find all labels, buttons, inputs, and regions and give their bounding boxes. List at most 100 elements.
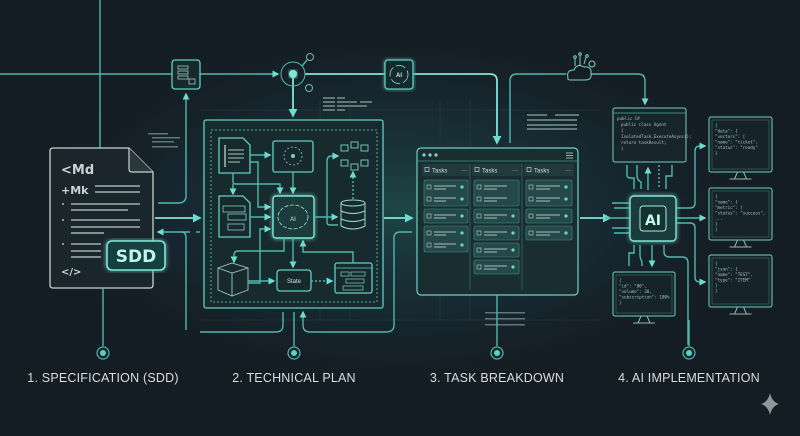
task-checkbox[interactable]	[528, 196, 534, 202]
task-checkbox[interactable]	[476, 247, 482, 253]
ai-chip: AI	[629, 195, 677, 242]
markdown-label: <Md	[61, 163, 94, 178]
monitor-stand	[729, 239, 752, 248]
task-checkbox[interactable]	[426, 230, 432, 236]
json-line: {	[619, 278, 622, 283]
output-monitor: { "json": { "name": "TEST", "type": "ITE…	[708, 254, 773, 315]
sparkle-icon	[761, 393, 779, 415]
json-line: "subscription": 100%	[619, 295, 670, 300]
status-dot	[460, 197, 464, 201]
sdd-badge: SDD	[106, 240, 166, 271]
task-card[interactable]	[525, 179, 573, 207]
state-node: State	[276, 269, 312, 292]
stage-4: 4. AI IMPLEMENTATION	[618, 346, 760, 385]
cloud-sync-icon	[567, 52, 596, 81]
task-checkbox[interactable]	[528, 230, 534, 236]
stage-label: 4. AI IMPLEMENTATION	[618, 371, 760, 385]
top-connectors	[0, 0, 645, 204]
task-checkbox[interactable]	[476, 230, 482, 236]
document-icon	[218, 137, 251, 174]
checkbox-icon[interactable]	[424, 167, 430, 172]
task-checkbox[interactable]	[426, 242, 432, 248]
layered-document-icon	[218, 195, 251, 238]
task-checkbox[interactable]	[476, 196, 482, 202]
column-title: Tasks	[432, 169, 447, 175]
task-card[interactable]	[473, 259, 520, 275]
monitor-stand	[633, 315, 655, 324]
json-line: "name": "TEST",	[715, 272, 753, 277]
technical-plan-panel: AI State	[203, 119, 384, 309]
checkbox-icon[interactable]	[526, 167, 532, 172]
json-line: "name": "ticket",	[715, 140, 758, 145]
status-dot	[511, 265, 515, 269]
plan-internal-arrows	[229, 151, 357, 285]
json-line: "volume": 30,	[619, 289, 652, 294]
task-checkbox[interactable]	[426, 213, 432, 219]
task-checkbox[interactable]	[426, 196, 432, 202]
flow-arrows	[155, 213, 612, 333]
task-column: Tasks···	[521, 164, 574, 290]
column-menu-button[interactable]: ···	[565, 168, 571, 174]
ui-component-window-icon	[334, 262, 373, 294]
status-dot	[460, 243, 464, 247]
task-checkbox[interactable]	[528, 184, 534, 190]
task-checkbox[interactable]	[476, 184, 482, 190]
json-line: {	[715, 194, 718, 199]
database-lock-icon	[171, 59, 201, 90]
column-title: Tasks	[482, 169, 497, 175]
status-dot	[511, 214, 515, 218]
status-dot	[511, 231, 515, 235]
database-icon	[340, 199, 366, 230]
json-line: "json": {	[715, 267, 738, 272]
status-dot	[460, 214, 464, 218]
json-line: ...	[715, 216, 723, 221]
task-column: Tasks ···	[469, 164, 521, 290]
sdd-badge-label: SDD	[116, 247, 156, 267]
task-checkbox[interactable]	[528, 213, 534, 219]
column-header	[472, 164, 521, 176]
task-checkbox[interactable]	[476, 264, 482, 270]
task-checkbox[interactable]	[426, 184, 432, 190]
code-line: {	[621, 128, 624, 133]
json-line: "id": "00",	[619, 284, 647, 289]
code-line: public C#	[617, 116, 640, 121]
task-card[interactable]	[423, 208, 469, 224]
state-label: State	[287, 279, 302, 285]
task-card[interactable]	[423, 225, 469, 253]
checkbox-icon[interactable]	[474, 167, 480, 172]
status-dot	[460, 185, 464, 189]
code-line: }	[621, 146, 624, 151]
task-card[interactable]	[473, 179, 520, 207]
ai-brain-label: AI	[290, 217, 296, 223]
task-card[interactable]	[473, 225, 520, 241]
status-dot	[564, 214, 568, 218]
json-line: }	[619, 300, 622, 305]
task-card[interactable]	[525, 208, 573, 224]
chip-wiring	[605, 142, 707, 345]
task-card[interactable]	[525, 225, 573, 241]
code-line: public class Agent	[621, 122, 667, 127]
code-tag-icon: </>	[61, 267, 81, 278]
task-checkbox[interactable]	[476, 213, 482, 219]
code-editor-window: public C#public class Agent{ IsolatedTas…	[612, 107, 692, 163]
neural-network-icon	[272, 140, 314, 173]
task-card[interactable]	[423, 179, 469, 207]
code-line: IsolatedTask.ExecuteAsync();	[621, 134, 692, 139]
status-dot	[564, 185, 568, 189]
bottom-monitor: { "id": "00", "volume": 30, "subscriptio…	[612, 271, 676, 324]
task-column: Tasks ···	[422, 164, 470, 253]
stage-label: 3. TASK BREAKDOWN	[430, 371, 564, 385]
background-code-snippets	[148, 97, 579, 326]
task-card[interactable]	[473, 242, 520, 258]
status-dot	[511, 248, 515, 252]
monitor-stand	[729, 171, 752, 180]
output-monitor: { "data": { "vectors": [ "name": "ticket…	[708, 116, 773, 180]
column-menu-button[interactable]: ···	[461, 168, 467, 174]
status-dot	[564, 231, 568, 235]
ai-brain-node: AI	[272, 195, 315, 239]
json-line: }	[715, 289, 718, 294]
column-menu-button[interactable]: ···	[512, 168, 518, 174]
task-card[interactable]	[473, 208, 520, 224]
json-line: }	[715, 283, 718, 288]
